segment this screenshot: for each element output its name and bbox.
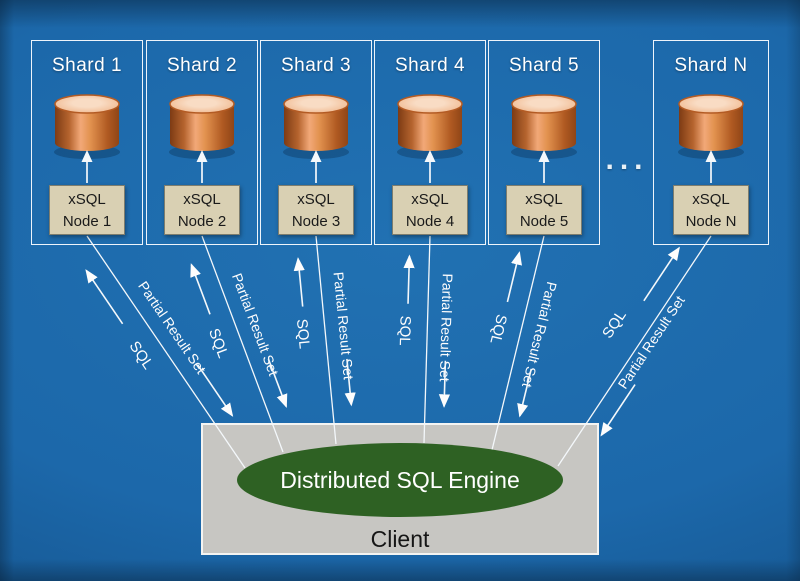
partial-result-label: Partial Result Set [331,271,357,380]
xsql-node-box: xSQL Node N [673,185,749,235]
shard-box: Shard 3 xSQL Node 3 [260,40,372,245]
xsql-node-box: xSQL Node 2 [164,185,240,235]
shard-title: Shard 4 [394,55,466,76]
sql-label: SQL [205,326,231,360]
connector-line [86,235,246,469]
partial-result-label: Partial Result Set [229,271,282,378]
shard-box: Shard 1 xSQL Node 1 [31,40,143,245]
node-label: xSQL [525,191,563,208]
partial-result-arrow [517,368,533,418]
shard-box: Shard 2 xSQL Node 2 [146,40,258,245]
partial-result-arrow [600,384,636,437]
node-label: Node 1 [62,213,112,230]
connector-line [201,235,284,453]
node-to-db-arrow [424,150,436,183]
sql-arrow [643,246,680,302]
shard-box: Shard 5 xSQL Node 5 [488,40,600,245]
shard-title: Shard N [674,55,748,76]
xsql-node-box: xSQL Node 1 [49,185,125,235]
node-to-db-arrow [310,150,322,183]
partial-result-label: Partial Result Set [519,280,560,389]
distributed-sql-engine-ellipse [237,443,563,517]
node-label: xSQL [692,191,730,208]
partial-result-label: Partial Result Set [615,293,688,392]
shard-box: Shard 4 xSQL Node 4 [374,40,486,245]
partial-result-arrow [196,364,234,417]
connector-line [557,235,712,467]
shard-client-connection: SQL Partial Result Set [293,235,357,445]
database-cylinder-icon [169,94,235,159]
node-label: Node 5 [519,213,569,230]
connector-line [423,235,431,444]
node-label: Node N [685,213,737,230]
client-label: Client [371,526,430,552]
sql-arrow [190,263,211,315]
database-cylinder-icon [283,94,349,159]
distributed-sql-engine-label: Distributed SQL Engine [280,467,520,493]
node-label: Node 4 [405,213,455,230]
node-label: xSQL [411,191,449,208]
sql-label: SQL [599,307,630,341]
node-label: Node 3 [291,213,341,230]
cylinders-layer [54,94,744,183]
xsql-node-box: xSQL Node 3 [278,185,354,235]
more-shards-ellipsis: ... [605,143,649,176]
xsql-node-box: xSQL Node 4 [392,185,468,235]
node-to-db-arrow [538,150,550,183]
shard-client-connection: SQL Partial Result Set [396,235,456,444]
connector-line [491,235,545,451]
shard-client-connection: SQL Partial Result Set [486,235,560,451]
sql-label: SQL [293,318,313,350]
sql-arrow [85,269,124,325]
node-label: xSQL [183,191,221,208]
database-cylinder-icon [397,94,463,159]
partial-result-label: Partial Result Set [437,273,456,382]
partial-result-arrow [267,358,288,408]
node-to-db-arrow [196,150,208,183]
shard-title: Shard 5 [508,55,580,76]
sql-label: SQL [126,338,157,372]
shard-title: Shard 2 [166,55,238,76]
sql-arrow [506,251,522,303]
database-cylinder-icon [54,94,120,159]
node-label: xSQL [297,191,335,208]
node-label: xSQL [68,191,106,208]
sql-label: SQL [486,313,510,346]
sql-label: SQL [396,315,414,345]
xsql-node-box: xSQL Node 5 [506,185,582,235]
partial-result-arrow [438,360,451,408]
connector-line [315,235,337,445]
sql-arrow [403,254,415,304]
node-label: Node 2 [177,213,227,230]
sql-arrow [293,257,305,307]
shard-title: Shard 3 [280,55,352,76]
shard-box: Shard N xSQL Node N [653,40,769,245]
node-to-db-arrow [705,150,717,183]
partial-result-arrow [344,358,356,407]
node-to-db-arrow [81,150,93,183]
shard-title: Shard 1 [51,55,123,76]
